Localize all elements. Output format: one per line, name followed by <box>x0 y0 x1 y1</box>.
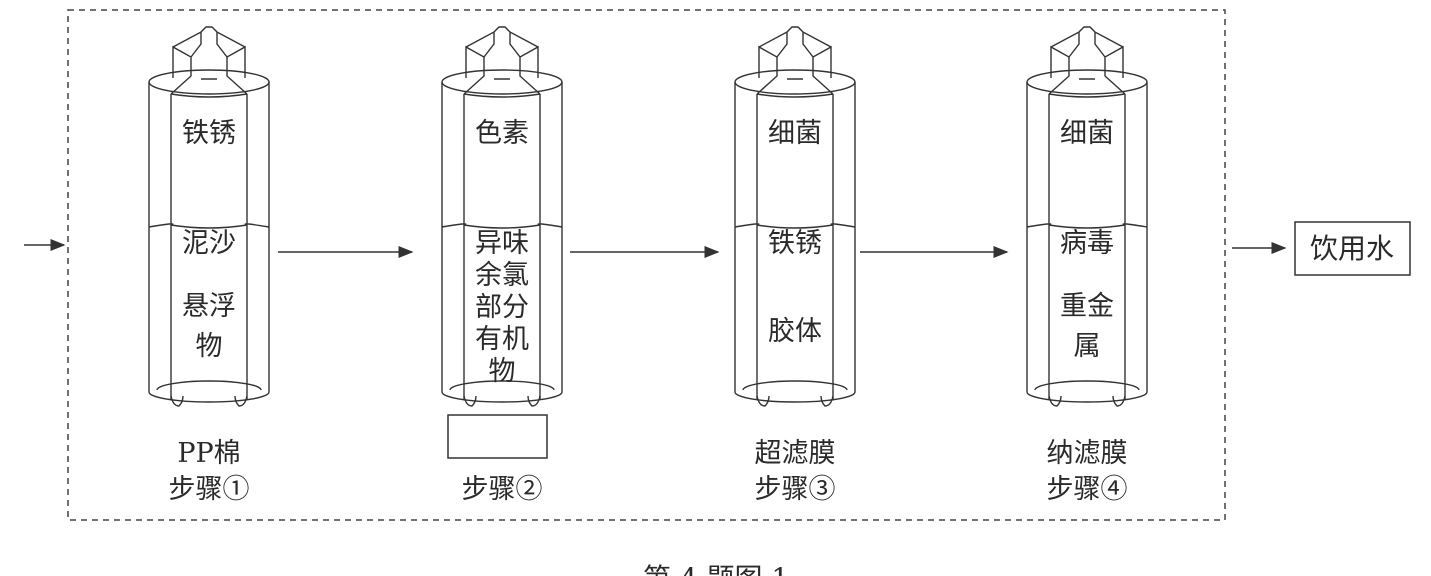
step-label: 步骤② <box>462 474 543 505</box>
column-bottom-rim <box>734 391 856 403</box>
column-content-text: 细菌 <box>1060 118 1114 149</box>
column-bottom-back <box>1034 380 1140 391</box>
column-bottom-back <box>742 380 848 391</box>
column-feet <box>756 395 834 407</box>
step-label: 步骤③ <box>755 474 836 505</box>
column-content-text: 胶体 <box>768 316 822 347</box>
column-inner-panel <box>463 93 541 400</box>
output-box <box>1294 221 1411 276</box>
process-boundary <box>67 9 1226 521</box>
column-top-rim <box>734 69 856 95</box>
column-feet <box>170 395 248 407</box>
column-content-text: 余氯 <box>475 260 529 291</box>
column-inner-panel <box>170 93 248 400</box>
column-divider <box>148 223 270 229</box>
column-content-text: 物 <box>489 356 516 387</box>
column-content-text: 悬浮 <box>182 291 236 322</box>
column-cap <box>170 26 248 95</box>
filter-name-label: 纳滤膜 <box>1047 438 1128 469</box>
column-content-text: 属 <box>1074 331 1101 362</box>
column-bottom-rim <box>441 391 563 403</box>
filter-name-label: PP棉 <box>177 438 240 469</box>
column-top-rim <box>441 69 563 95</box>
column-outer-wall <box>148 82 270 392</box>
column-top-rim <box>1026 69 1148 95</box>
column-content-text: 物 <box>196 331 223 362</box>
column-content-text: 泥沙 <box>182 228 236 259</box>
column-divider <box>1026 223 1148 229</box>
filter-name-label: 超滤膜 <box>755 438 836 469</box>
column-bottom-back <box>449 380 555 391</box>
column-divider <box>734 223 856 229</box>
column-content-text: 病毒 <box>1060 228 1114 259</box>
column-cap <box>463 26 541 95</box>
column-content-text: 色素 <box>475 118 529 149</box>
column-divider <box>441 223 563 229</box>
column-content-text: 铁锈 <box>182 118 236 149</box>
column-outer-wall <box>734 82 856 392</box>
column-cap <box>756 26 834 95</box>
column-bottom-rim <box>1026 391 1148 403</box>
column-content-text: 铁锈 <box>768 228 822 259</box>
column-inner-panel <box>756 93 834 400</box>
figure-caption: 第 4 题图 1 <box>643 562 789 576</box>
column-inner-panel <box>1048 93 1126 400</box>
column-content-text: 部分 <box>475 292 529 323</box>
column-bottom-back <box>156 380 262 391</box>
step-2-answer-blank <box>447 414 548 459</box>
column-top-rim <box>148 69 270 95</box>
column-bottom-rim <box>148 391 270 403</box>
column-feet <box>1048 395 1126 407</box>
column-content-text: 有机 <box>475 324 529 355</box>
column-feet <box>463 395 541 407</box>
column-cap <box>1048 26 1126 95</box>
column-content-text: 异味 <box>475 228 529 259</box>
step-label: 步骤① <box>169 474 250 505</box>
column-outer-wall <box>1026 82 1148 392</box>
column-content-text: 细菌 <box>768 118 822 149</box>
column-outer-wall <box>441 82 563 392</box>
column-content-text: 重金 <box>1060 291 1114 322</box>
step-label: 步骤④ <box>1047 474 1128 505</box>
output-label: 饮用水 <box>1310 232 1394 265</box>
